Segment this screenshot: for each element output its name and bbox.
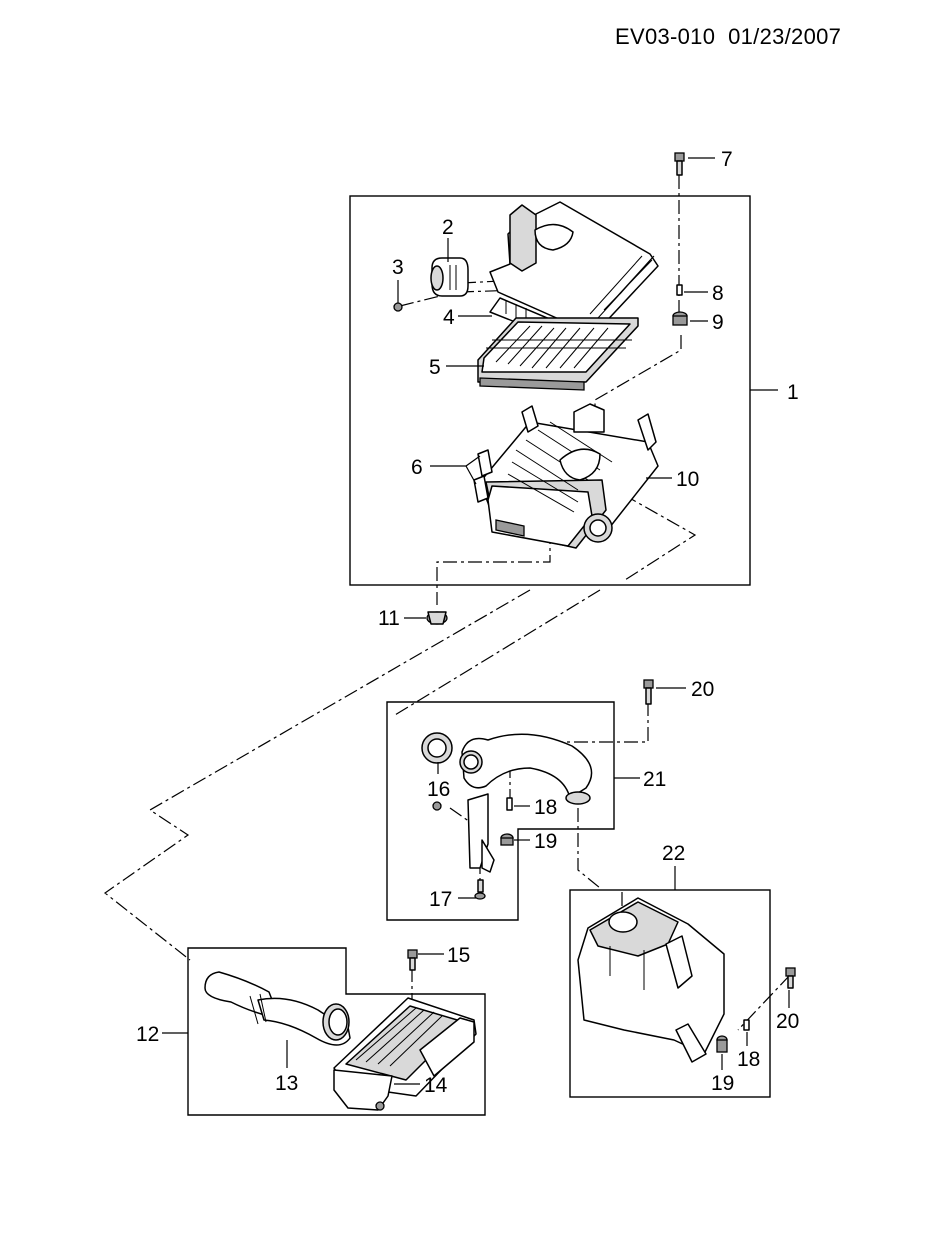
- screw-16-side: [432, 801, 442, 811]
- callout-2: 2: [442, 216, 454, 239]
- callout-21: 21: [643, 768, 666, 791]
- callout-14: 14: [424, 1074, 448, 1097]
- bolt-17: [474, 879, 486, 900]
- diagram-date: 01/23/2007: [728, 24, 842, 49]
- callout-10: 10: [676, 468, 699, 491]
- screw-3: [393, 280, 403, 312]
- grommet-19-upper: [500, 833, 514, 846]
- resonator-box-14: [333, 997, 477, 1111]
- callout-12: 12: [136, 1023, 159, 1046]
- callout-18-upper: 18: [534, 796, 557, 819]
- callout-20-upper: 20: [691, 678, 714, 701]
- callout-8: 8: [712, 282, 724, 305]
- callout-6: 6: [411, 456, 423, 479]
- bolt-15: [407, 949, 418, 971]
- callout-16: 16: [427, 778, 450, 801]
- grommet-9: [672, 311, 688, 326]
- callout-11: 11: [378, 607, 400, 630]
- callout-19-upper: 19: [534, 830, 557, 853]
- clips-6: [473, 449, 493, 503]
- bolt-20-lower: [785, 967, 796, 989]
- callout-3: 3: [392, 256, 404, 279]
- callout-4: 4: [443, 306, 455, 329]
- filter-element-5: [477, 317, 639, 391]
- callout-17: 17: [429, 888, 452, 911]
- air-duct-cover-frame: [569, 889, 771, 1098]
- spacer-8: [676, 284, 683, 296]
- callout-20-lower: 20: [776, 1010, 799, 1033]
- bolt-7: [674, 152, 685, 176]
- callout-7: 7: [721, 148, 733, 171]
- intake-duct-12: [204, 949, 477, 1111]
- callout-5: 5: [429, 356, 441, 379]
- diagram-code: EV03-010: [615, 24, 716, 49]
- diagram-header: EV03-010 01/23/2007: [615, 24, 841, 50]
- callout-13: 13: [275, 1072, 298, 1095]
- callout-1: 1: [787, 381, 799, 404]
- grommet-11: [426, 611, 448, 625]
- bolt-20-upper: [643, 679, 654, 705]
- callout-labels: 1 2 3 4 5 6 7 8 9 10 11 12 13 14 15 16 1…: [136, 148, 799, 1097]
- spacer-18-lower: [743, 1019, 750, 1031]
- air-flow-sensor-2: [430, 257, 469, 297]
- air-duct-cover-22: [577, 897, 796, 1063]
- callout-19-lower: 19: [711, 1072, 734, 1095]
- callout-15: 15: [447, 944, 470, 967]
- resonator-21: [421, 732, 593, 900]
- callout-18-lower: 18: [737, 1048, 760, 1071]
- grommet-19-lower: [716, 1035, 728, 1053]
- resonator-group-frame: [386, 701, 615, 921]
- callout-22: 22: [662, 842, 685, 865]
- intake-duct-group-frame: [187, 947, 486, 1116]
- leader-lines: [162, 157, 790, 1085]
- air-cleaner-lower-housing-10: [479, 403, 659, 549]
- callout-9: 9: [712, 311, 724, 334]
